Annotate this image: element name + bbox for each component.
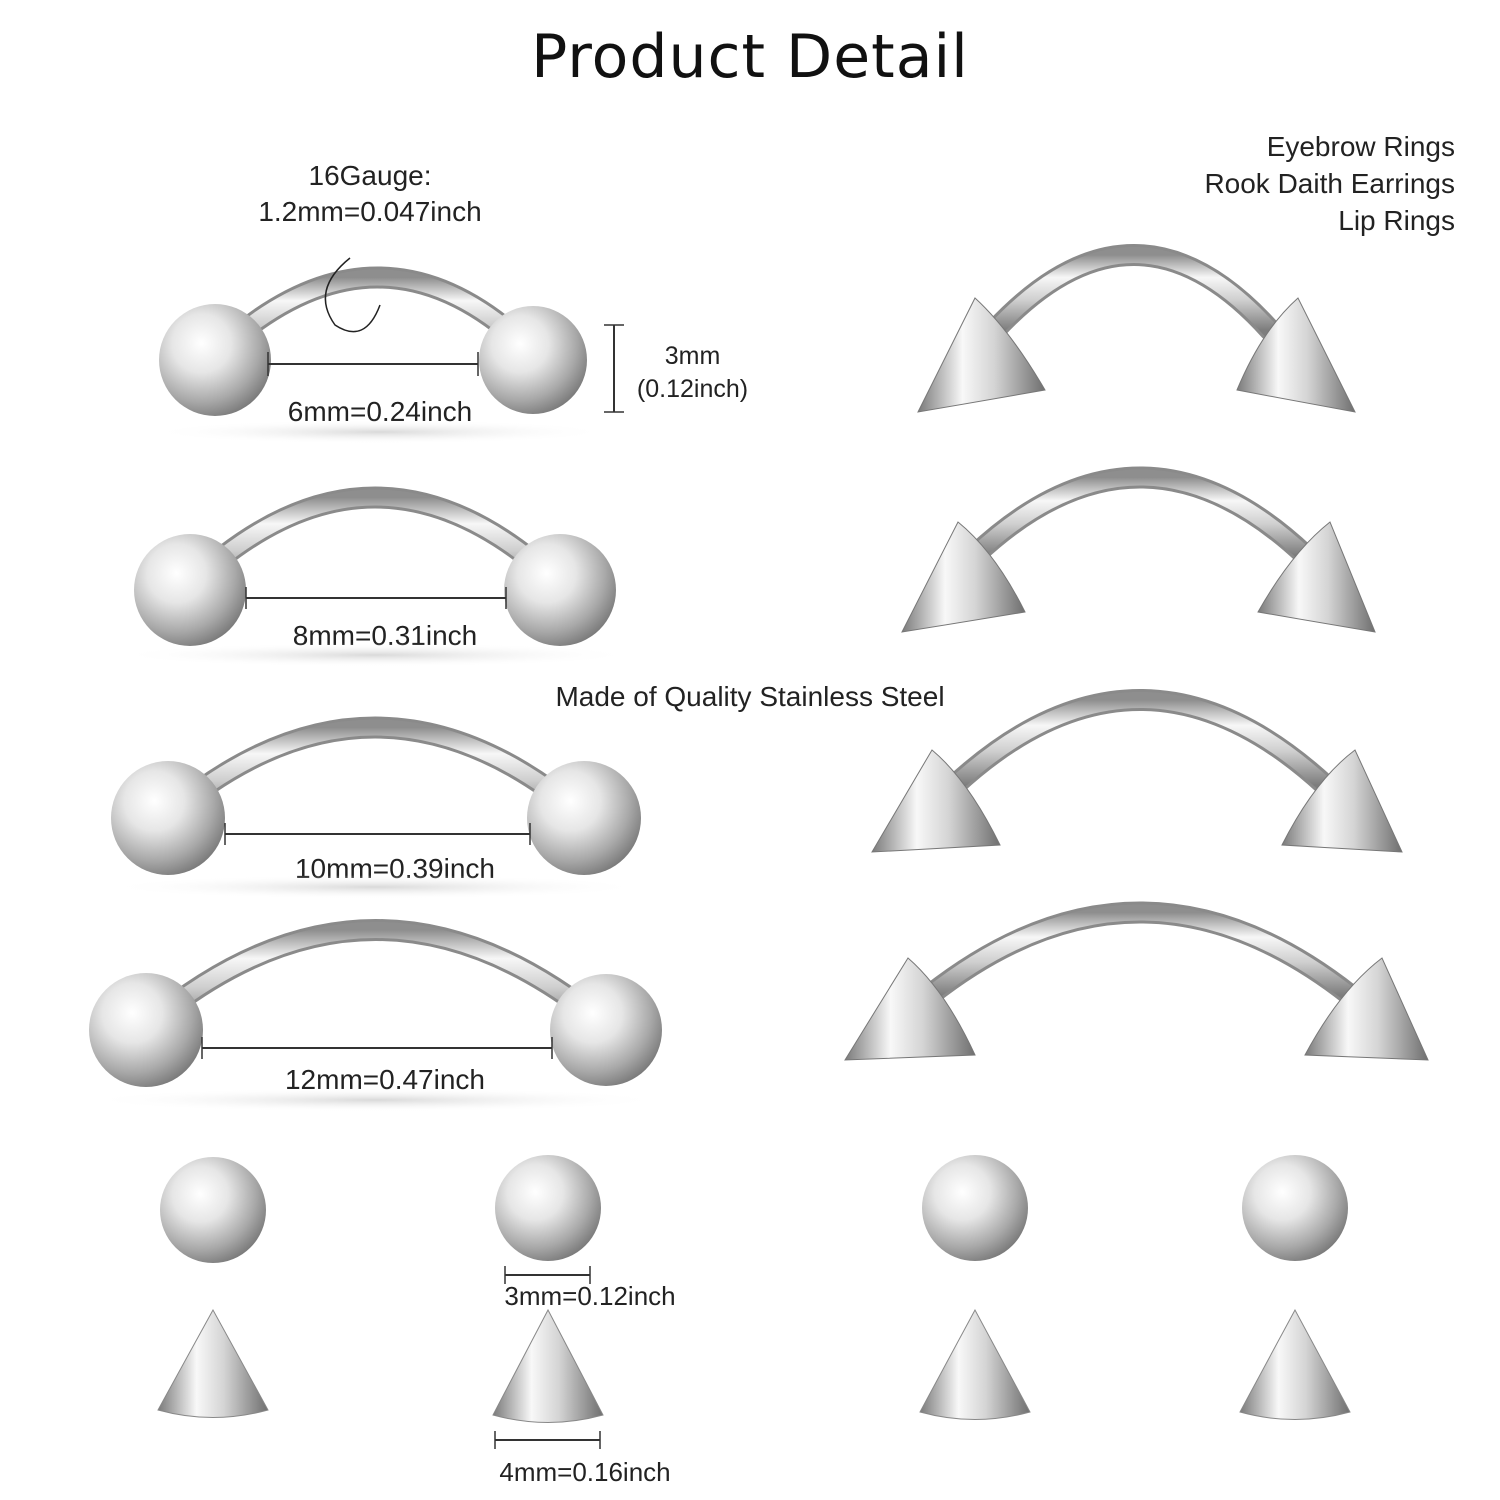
spare-ball: [922, 1155, 1028, 1261]
spare-spike: [157, 1308, 269, 1418]
spike-barbell-10mm: [871, 689, 1403, 853]
spare-balls: [160, 1155, 1348, 1284]
spare-spike: [492, 1308, 604, 1423]
ball-end: [159, 304, 271, 416]
ball-end: [550, 974, 662, 1086]
ball-end: [479, 306, 587, 414]
usage-item: Eyebrow Rings: [1266, 131, 1455, 162]
ball-end: [111, 761, 225, 875]
usage-item: Lip Rings: [1338, 205, 1455, 236]
ball-end: [134, 534, 246, 646]
spike-end: [1304, 957, 1429, 1061]
usage-list: Eyebrow Rings Rook Daith Earrings Lip Ri…: [1000, 128, 1455, 239]
ball-size-line-1: 3mm: [664, 342, 721, 370]
barbell-8mm: [115, 486, 635, 667]
spare-ball: [495, 1155, 601, 1261]
spare-spike: [1239, 1308, 1351, 1420]
spike-end: [917, 297, 1046, 413]
spare-ball: [1242, 1155, 1348, 1261]
spike-end: [1236, 297, 1356, 413]
spike-end: [844, 957, 976, 1061]
spike-barbell-12mm: [844, 901, 1429, 1061]
barbell-10mm: [105, 716, 645, 899]
gauge-line-2: 1.2mm=0.047inch: [258, 196, 482, 227]
spike-barbell-8mm: [901, 466, 1376, 633]
barbell-12mm: [85, 919, 665, 1112]
spare-spike-size-label: 4mm=0.16inch: [499, 1457, 671, 1487]
gauge-label: 16Gauge: 1.2mm=0.047inch: [230, 160, 510, 228]
ball-size-line-2: (0.12inch): [636, 375, 749, 403]
spare-ball-size-label: 3mm=0.12inch: [504, 1281, 676, 1311]
spike-end: [1257, 521, 1376, 633]
spike-end: [1281, 749, 1403, 853]
usage-item: Rook Daith Earrings: [1204, 168, 1455, 199]
spare-spike: [919, 1308, 1031, 1420]
material-label: Made of Quality Stainless Steel: [555, 681, 945, 712]
spike-end: [901, 521, 1026, 633]
ball-end: [504, 534, 616, 646]
page-title: Product Detail: [531, 22, 969, 92]
ball-end: [527, 761, 641, 875]
gauge-line-1: 16Gauge:: [308, 160, 432, 191]
spare-spikes: [157, 1308, 1351, 1449]
ball-end: [89, 973, 203, 1087]
spike-barbell-6mm: [917, 244, 1356, 413]
barbell-6mm: [150, 257, 624, 444]
ball-size-label: 3mm (0.12inch): [620, 340, 765, 406]
spike-end: [871, 749, 1001, 853]
spare-ball: [160, 1157, 266, 1263]
